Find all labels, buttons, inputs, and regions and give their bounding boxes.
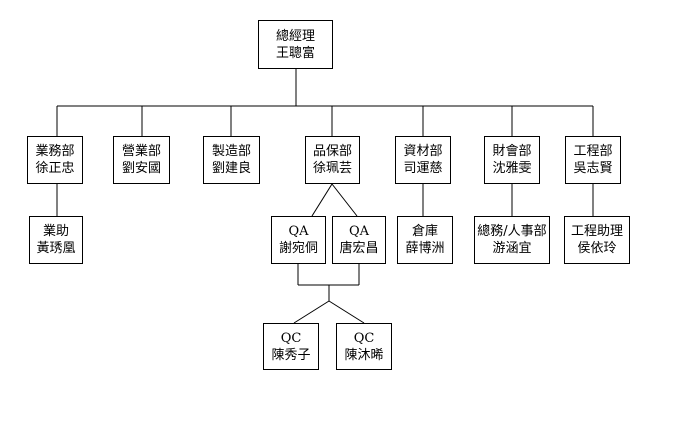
dept-title: 品保部	[312, 144, 352, 159]
person-name: 黃琇凰	[36, 241, 76, 256]
role-title: QC	[353, 330, 375, 346]
connector-qa2	[331, 183, 358, 217]
dept-head-name: 吳志賢	[573, 161, 613, 176]
person-name: 陳沐晞	[344, 347, 384, 363]
qa2-box: QA 唐宏昌	[332, 216, 386, 264]
dept-engineering-box: 工程部 吳志賢	[565, 136, 621, 184]
dept-head-name: 沈雅雯	[492, 161, 532, 176]
dept-head-name: 徐珮芸	[312, 161, 352, 176]
qc1-box: QC 陳秀子	[263, 323, 319, 370]
dept-title: 營業部	[121, 144, 161, 159]
qa1-box: QA 謝宛侗	[271, 216, 326, 264]
dept-title: 資材部	[403, 144, 443, 159]
connector-qa1	[311, 183, 333, 217]
connector-qc2	[328, 300, 365, 324]
business-assistant-box: 業助 黃琇凰	[29, 216, 83, 264]
gm-name: 王聰富	[275, 45, 315, 61]
connector-qc1	[293, 300, 330, 324]
dept-head-name: 劉安國	[121, 161, 161, 176]
dept-sales-box: 營業部 劉安國	[113, 136, 170, 184]
person-name: 陳秀子	[271, 347, 311, 363]
dept-title: 工程部	[573, 144, 613, 159]
role-title: 工程助理	[570, 224, 623, 239]
role-title: 業助	[42, 224, 69, 239]
person-name: 謝宛侗	[278, 241, 318, 256]
dept-head-name: 劉建良	[211, 161, 251, 176]
general-hr-box: 總務/人事部 游涵宜	[474, 216, 550, 264]
person-name: 薛博洲	[405, 241, 445, 256]
dept-business-box: 業務部 徐正忠	[27, 136, 83, 184]
role-title: 倉庫	[411, 224, 438, 239]
role-title: QA	[288, 224, 309, 239]
person-name: 游涵宜	[492, 241, 532, 256]
gm-title: 總經理	[275, 28, 315, 44]
role-title: QC	[280, 330, 302, 346]
dept-materials-box: 資材部 司運慈	[395, 136, 451, 184]
dept-title: 製造部	[211, 144, 251, 159]
warehouse-box: 倉庫 薛博洲	[397, 216, 453, 264]
dept-head-name: 徐正忠	[35, 161, 75, 176]
dept-title: 財會部	[492, 144, 532, 159]
dept-manufacturing-box: 製造部 劉建良	[203, 136, 260, 184]
qc2-box: QC 陳沐晞	[336, 323, 392, 370]
role-title: 總務/人事部	[477, 224, 547, 239]
eng-assistant-box: 工程助理 侯依玲	[564, 216, 630, 264]
role-title: QA	[348, 224, 370, 239]
dept-head-name: 司運慈	[403, 161, 443, 176]
dept-qa-box: 品保部 徐珮芸	[305, 136, 360, 184]
gm-box: 總經理 王聰富	[258, 20, 333, 69]
person-name: 侯依玲	[577, 241, 617, 256]
dept-finance-box: 財會部 沈雅雯	[484, 136, 540, 184]
person-name: 唐宏昌	[339, 241, 379, 256]
dept-title: 業務部	[35, 144, 75, 159]
